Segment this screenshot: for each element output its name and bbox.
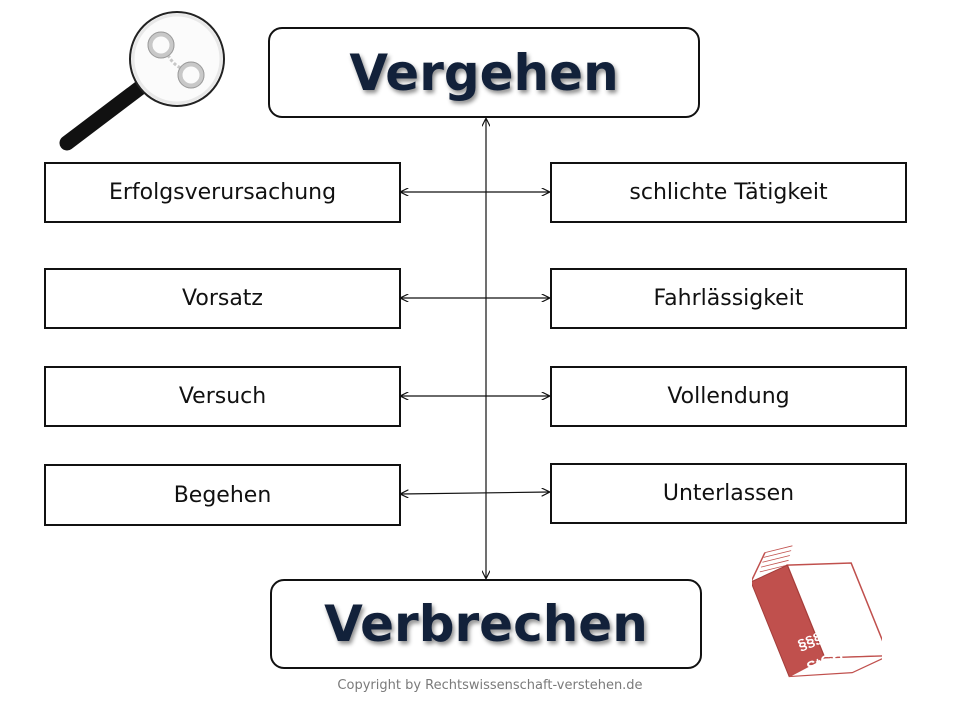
left-box-4: Begehen — [44, 464, 401, 526]
arrow-row-4 — [401, 492, 549, 494]
left-box-2: Vorsatz — [44, 268, 401, 329]
left-label-3: Versuch — [178, 384, 267, 409]
left-label-4: Begehen — [173, 482, 272, 508]
verbrechen-box: Verbrechen — [270, 579, 702, 669]
copyright-text: Copyright by Rechtswissenschaft-verstehe… — [337, 678, 643, 693]
law-book-icon: §§§ StGB — [752, 545, 882, 678]
left-box-1: Erfolgsverursachung — [44, 162, 401, 223]
right-box-2: Fahrlässigkeit — [550, 268, 907, 329]
left-label-2: Vorsatz — [182, 286, 263, 311]
left-box-3: Versuch — [44, 366, 401, 427]
right-box-3: Vollendung — [550, 366, 907, 427]
right-box-4: Unterlassen — [550, 463, 907, 524]
right-label-4: Unterlassen — [662, 481, 795, 506]
vergehen-label: Vergehen — [349, 43, 619, 102]
right-label-3: Vollendung — [667, 384, 790, 409]
right-label-1: schlichte Tätigkeit — [629, 180, 828, 205]
right-label-2: Fahrlässigkeit — [653, 286, 804, 311]
vergehen-box: Vergehen — [268, 27, 700, 118]
left-label-1: Erfolgsverursachung — [108, 180, 337, 205]
right-box-1: schlichte Tätigkeit — [550, 162, 907, 223]
verbrechen-label: Verbrechen — [324, 595, 648, 653]
magnifier-handcuffs-icon — [59, 11, 225, 151]
